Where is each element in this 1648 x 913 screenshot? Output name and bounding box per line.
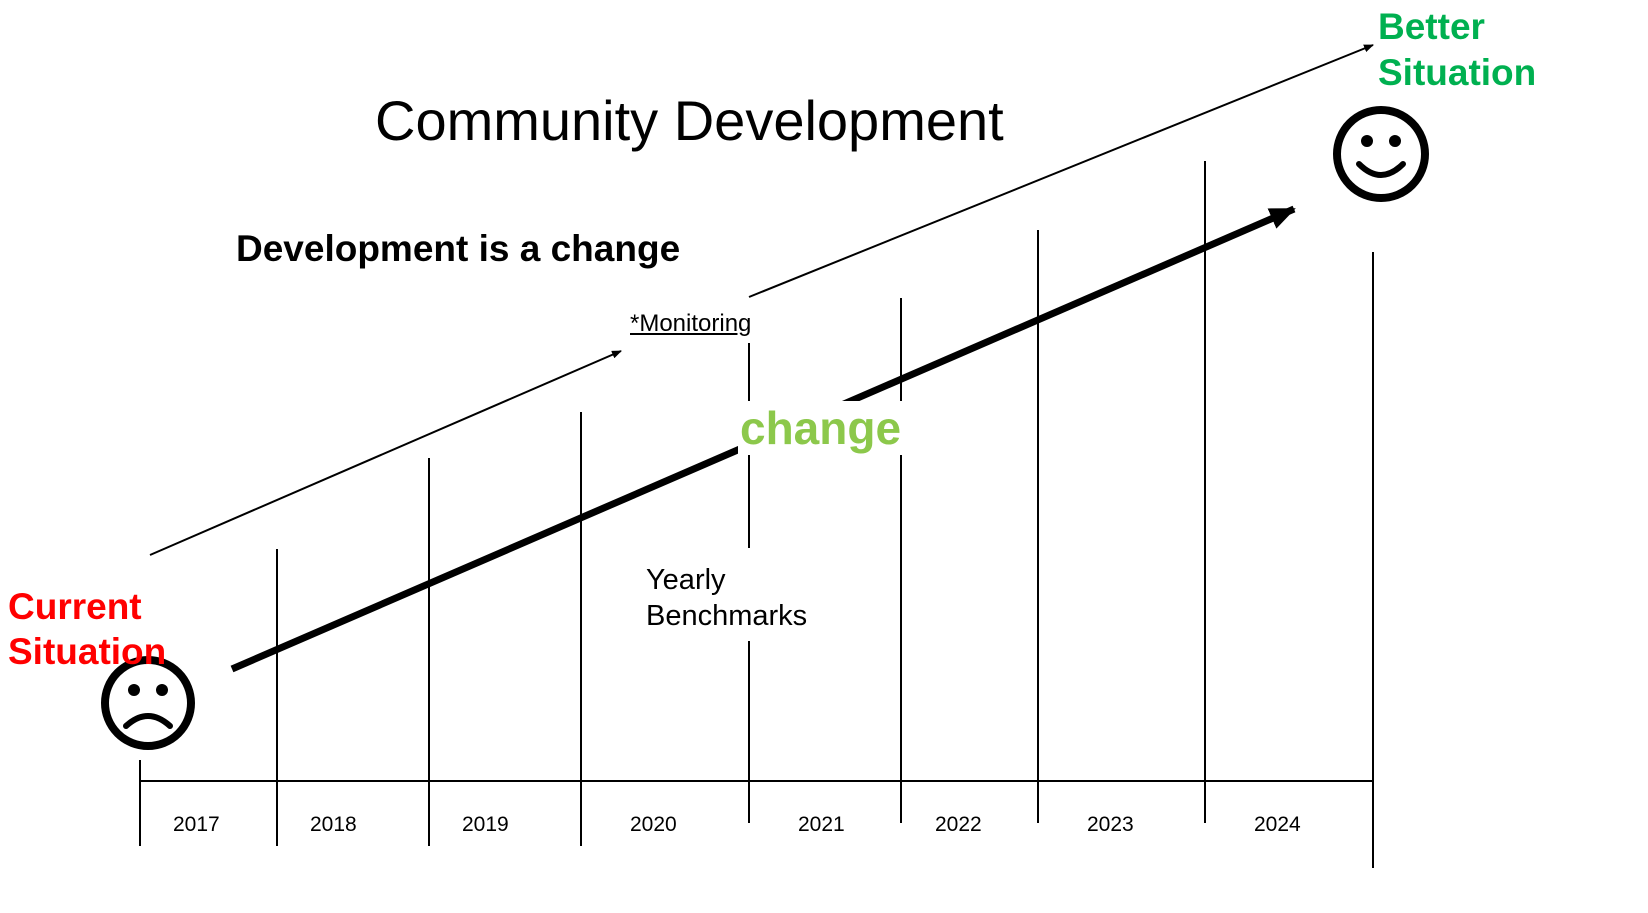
year-label-2019: 2019: [462, 813, 509, 836]
current-situation-line1: Current: [8, 586, 142, 627]
sad-face-icon: [101, 656, 195, 750]
current-situation-label: Current Situation: [8, 584, 166, 674]
better-situation-line1: Better: [1378, 6, 1485, 47]
year-label-2022: 2022: [935, 813, 982, 836]
year-label-2021: 2021: [798, 813, 845, 836]
yearly-benchmarks-line1: Yearly: [646, 564, 726, 596]
year-label-2018: 2018: [310, 813, 357, 836]
better-situation-label: Better Situation: [1378, 4, 1536, 96]
diagram-subtitle: Development is a change: [236, 228, 681, 269]
monitoring-arrow-upper: [748, 44, 1374, 298]
yearly-benchmarks-line2: Benchmarks: [646, 600, 808, 632]
current-situation-line2: Situation: [8, 631, 167, 672]
monitoring-label: *Monitoring: [630, 310, 752, 337]
year-label-2024: 2024: [1254, 813, 1301, 836]
better-situation-line2: Situation: [1378, 52, 1537, 93]
diagram-title: Community Development: [375, 89, 1004, 152]
year-label-2020: 2020: [630, 813, 677, 836]
year-label-2023: 2023: [1087, 813, 1134, 836]
monitoring-arrow-lower: [149, 350, 622, 556]
smiley-face-icon: [1333, 106, 1429, 202]
yearly-benchmarks-label: Yearly Benchmarks: [646, 562, 807, 634]
change-label: change: [738, 401, 904, 455]
year-label-2017: 2017: [173, 813, 220, 836]
